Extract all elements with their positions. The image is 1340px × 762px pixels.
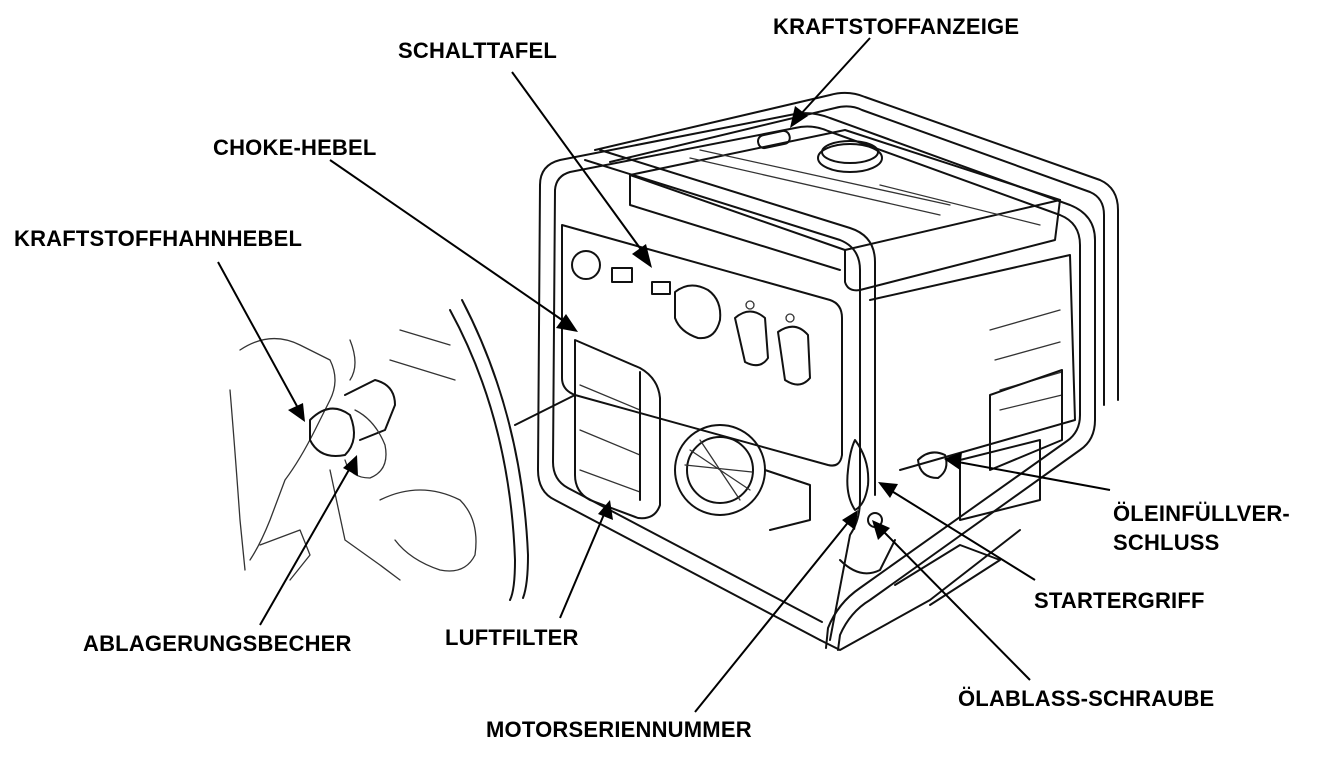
label-oeleinfuellverschluss-line1: ÖLEINFÜLLVER-: [1113, 501, 1290, 526]
label-oeleinfuellverschluss-line2: SCHLUSS: [1113, 530, 1220, 555]
label-ablagerungsbecher: ABLAGERUNGSBECHER: [83, 631, 352, 656]
inset-detail: [229, 299, 576, 601]
recoil-starter: [674, 424, 870, 531]
label-schalttafel: SCHALTTAFEL: [398, 38, 558, 63]
label-motorseriennummer: MOTORSERIENNUMMER: [486, 717, 752, 742]
air-filter-housing: [574, 339, 661, 520]
label-oelablass-schraube: ÖLABLASS-SCHRAUBE: [958, 686, 1215, 711]
tube-frame: [537, 91, 1119, 651]
control-panel: [561, 224, 843, 467]
label-choke-hebel: CHOKE-HEBEL: [213, 135, 377, 160]
fuel-tank: [629, 129, 1061, 292]
label-startergriff: STARTERGRIFF: [1034, 588, 1205, 613]
label-kraftstoffhahnhebel: KRAFTSTOFFHAHNHEBEL: [14, 226, 303, 251]
engine-body: [869, 254, 1076, 521]
label-kraftstoffanzeige: KRAFTSTOFFANZEIGE: [773, 14, 1020, 39]
label-luftfilter: LUFTFILTER: [445, 625, 579, 650]
leader-lines: [217, 37, 1111, 713]
